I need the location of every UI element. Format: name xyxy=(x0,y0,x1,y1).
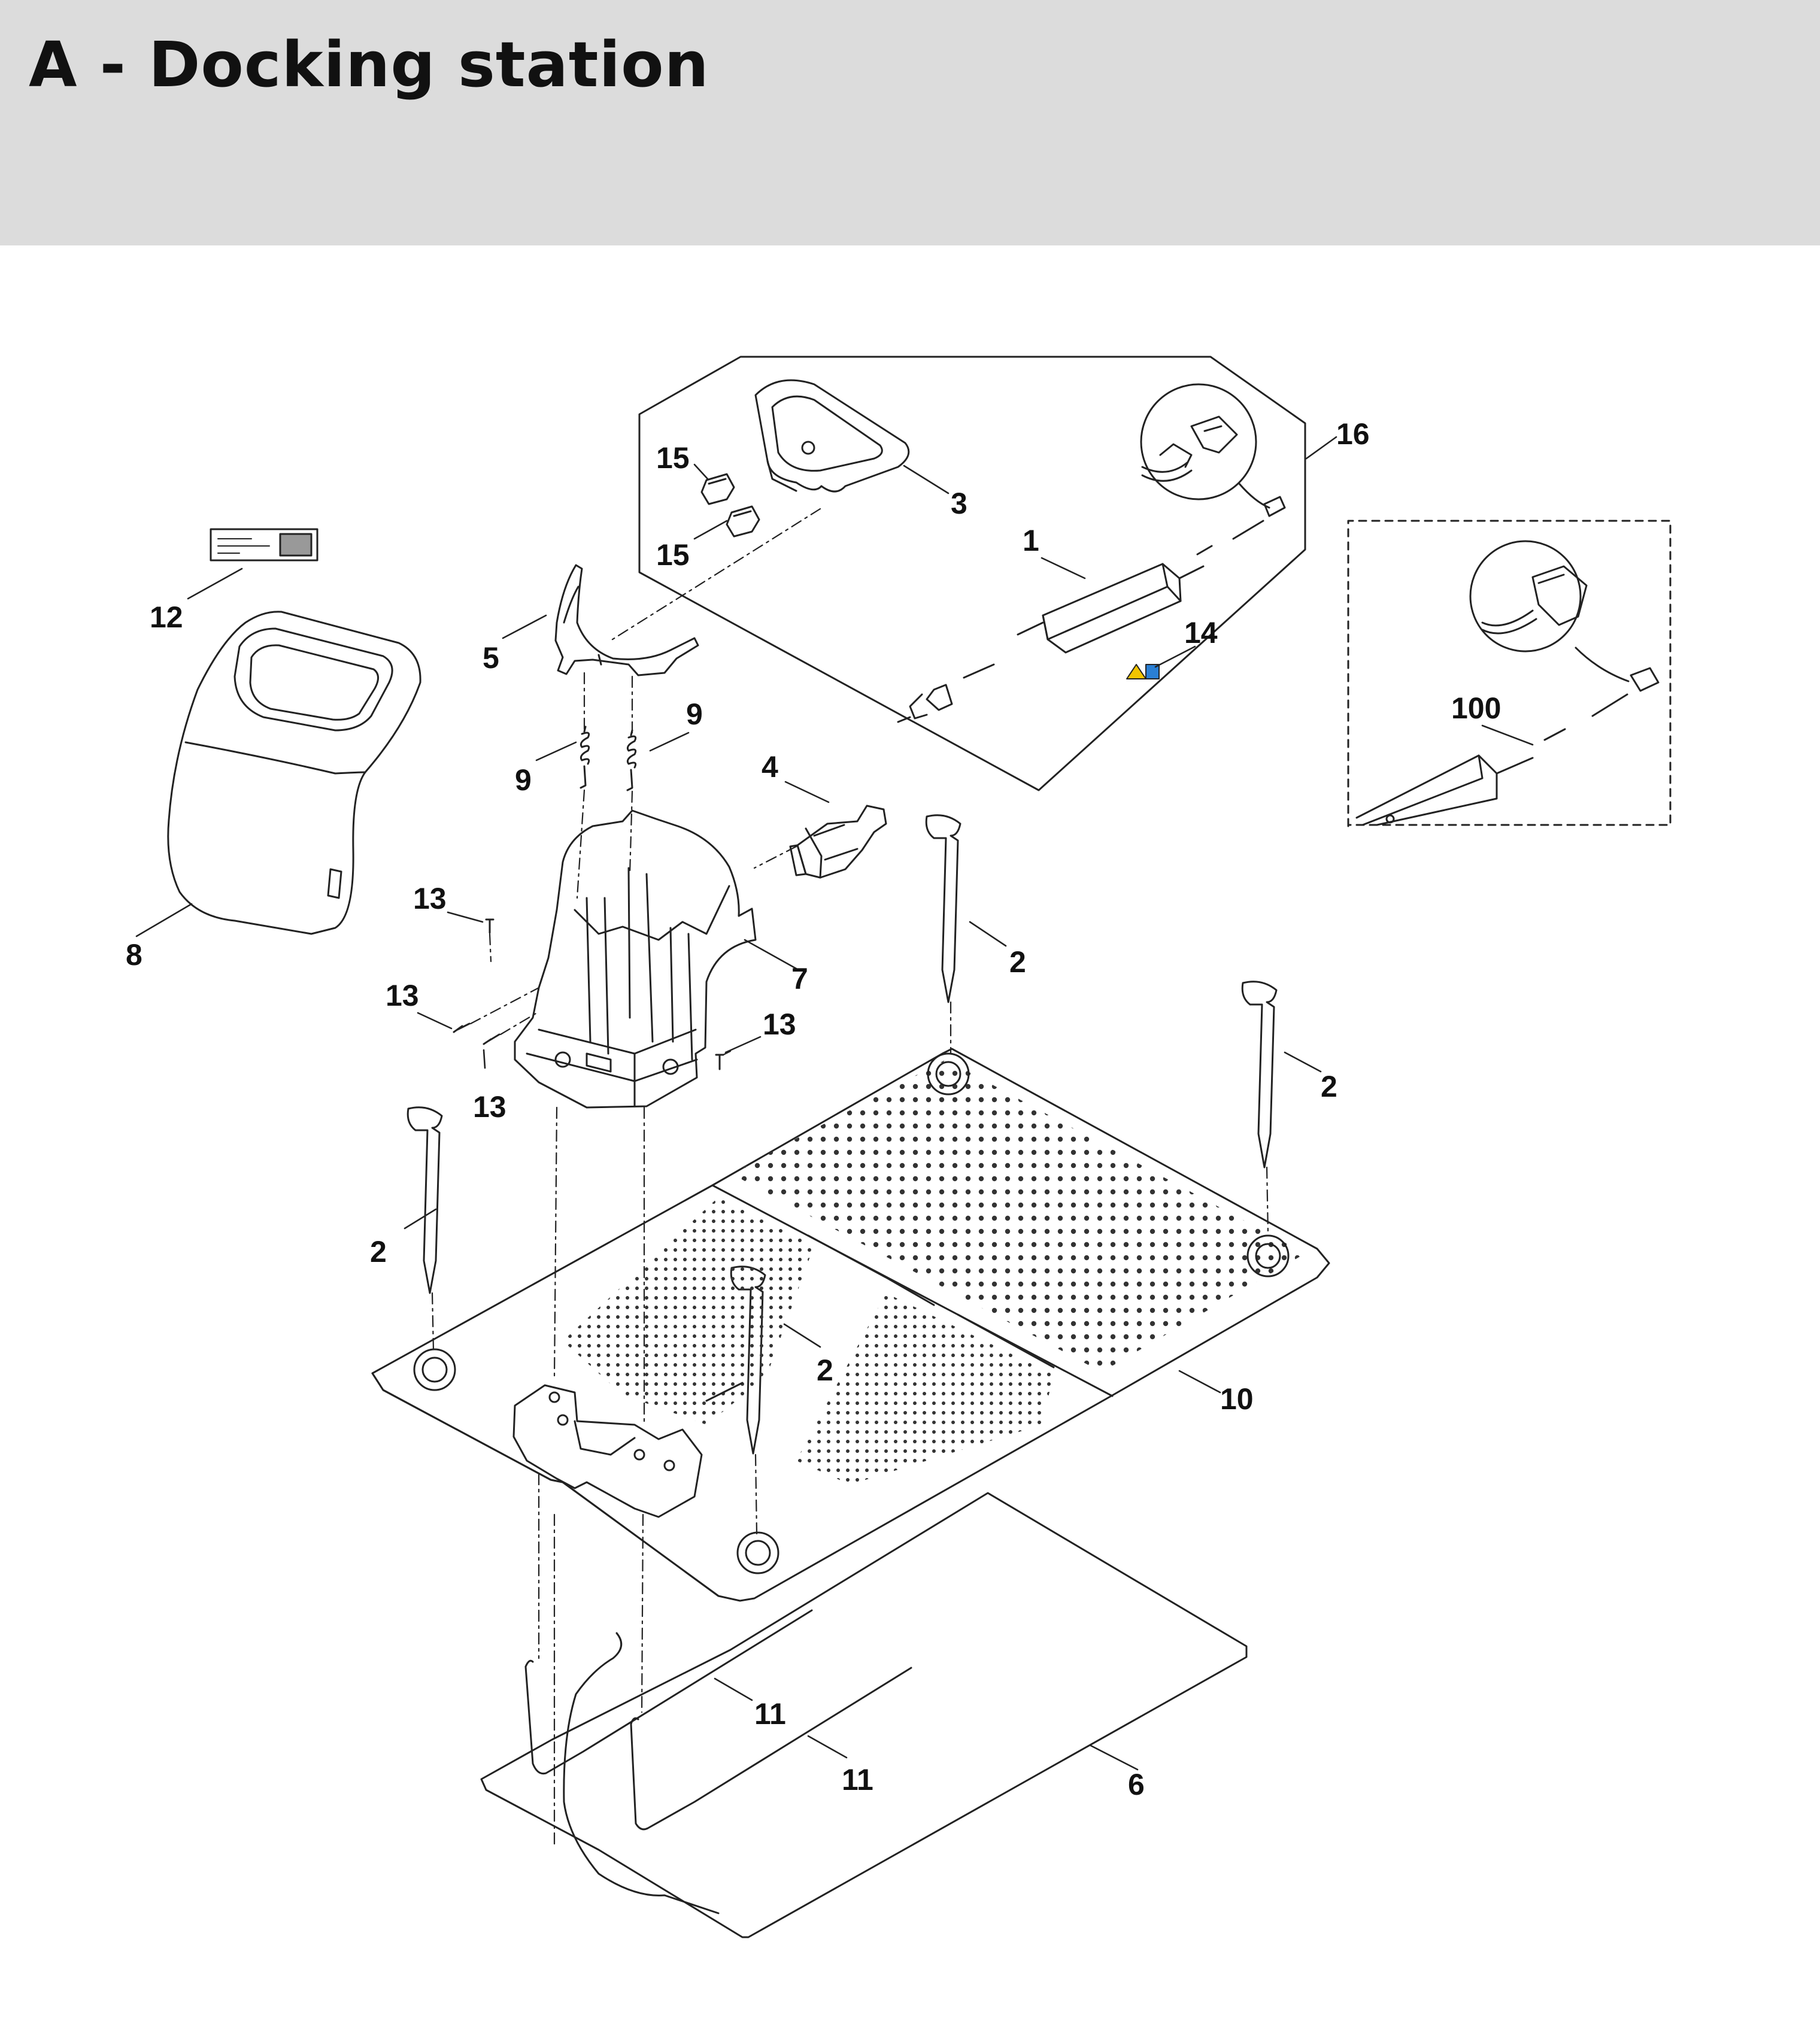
callout-12: 12 xyxy=(150,600,183,634)
peg-left xyxy=(407,1106,443,1294)
callout-labels: 15 15 3 16 1 14 12 5 9 9 4 100 8 13 7 2 … xyxy=(126,417,1501,1801)
peg-right xyxy=(1241,981,1278,1169)
part-15-contact-caps xyxy=(700,473,760,538)
part-7-base-housing xyxy=(514,809,757,1109)
part-1-power-supply xyxy=(897,563,1205,723)
callout-6: 6 xyxy=(1128,1768,1145,1801)
part-3-lid xyxy=(754,379,910,493)
part-10-base-plate xyxy=(371,1048,1330,1602)
peg-top xyxy=(925,814,961,1003)
callout-11b: 11 xyxy=(842,1763,873,1797)
callout-13c: 13 xyxy=(473,1090,506,1124)
part-12-label xyxy=(210,528,318,562)
callout-9b: 9 xyxy=(686,697,703,731)
callout-2d: 2 xyxy=(817,1354,833,1387)
part-13-screws xyxy=(453,918,724,1070)
callout-11a: 11 xyxy=(754,1697,786,1731)
callout-15a: 15 xyxy=(656,441,690,475)
callout-8: 8 xyxy=(126,938,142,972)
callout-15b: 15 xyxy=(656,538,690,572)
part-6-underlay xyxy=(480,1492,1248,1938)
callout-13d: 13 xyxy=(763,1008,796,1041)
callout-5: 5 xyxy=(483,641,499,675)
part-100-connector-detail xyxy=(1469,540,1660,741)
part-4-connector-housing xyxy=(789,805,887,879)
callout-16: 16 xyxy=(1336,417,1370,451)
charging-kit-outline xyxy=(638,356,1306,791)
part-100-alt-kit-outline xyxy=(1347,520,1672,827)
part-9-springs xyxy=(580,726,637,791)
part-16-connector-detail xyxy=(1140,383,1286,556)
callout-9a: 9 xyxy=(515,763,532,797)
page-title: A - Docking station xyxy=(29,28,709,101)
callout-13a: 13 xyxy=(413,882,447,915)
callout-10: 10 xyxy=(1220,1382,1254,1416)
callout-2b: 2 xyxy=(1321,1070,1337,1103)
alignment-lines xyxy=(431,508,1269,1845)
leader-lines xyxy=(135,436,1534,1771)
callout-3: 3 xyxy=(951,487,967,520)
callout-13b: 13 xyxy=(386,979,419,1012)
part-11-guide-wires xyxy=(524,1609,912,1914)
callout-2a: 2 xyxy=(1009,945,1026,979)
callout-1: 1 xyxy=(1023,524,1039,557)
callout-4: 4 xyxy=(762,750,778,784)
callout-2c: 2 xyxy=(370,1235,387,1269)
callout-14: 14 xyxy=(1184,616,1218,650)
part-8-hood xyxy=(167,611,421,935)
part-100-power-supply xyxy=(1355,754,1534,826)
part-14-label-icons xyxy=(1126,664,1160,679)
part-5-upper-bracket xyxy=(554,564,699,676)
callout-100: 100 xyxy=(1451,691,1501,725)
callout-7: 7 xyxy=(791,962,808,996)
header-bar: A - Docking station xyxy=(0,0,1820,245)
